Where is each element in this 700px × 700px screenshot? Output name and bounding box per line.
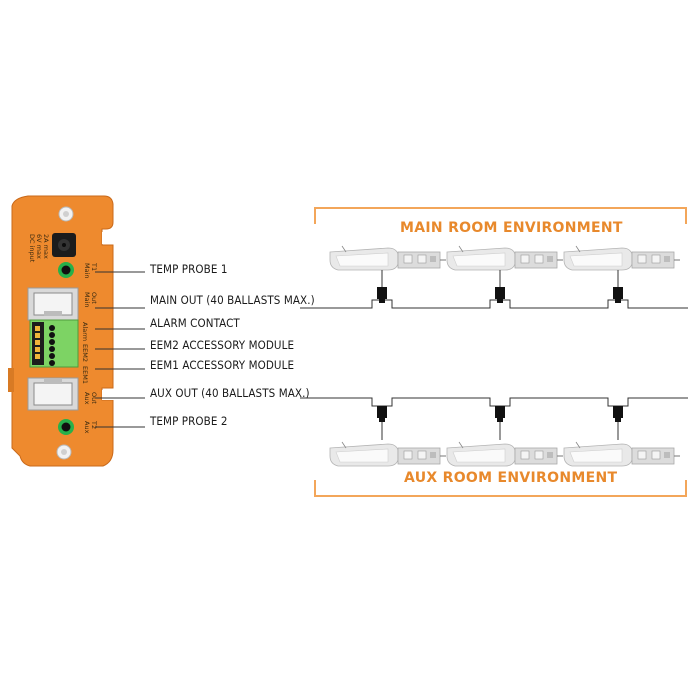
rj-splitter-connector-icon: [377, 287, 387, 303]
main-out-port-label: Main Out: [83, 292, 98, 308]
mounting-screw-icon: [58, 206, 74, 222]
svg-text:Aux: Aux: [83, 421, 91, 434]
t1-port-label: Main T1: [83, 262, 98, 279]
terminal-labels: Alarm EEM2 EEM1: [81, 322, 89, 384]
rj-splitter-connector-icon: [495, 287, 505, 303]
svg-text:6V max: 6V max: [35, 234, 43, 259]
svg-text:Out: Out: [90, 392, 98, 404]
svg-text:T2: T2: [90, 420, 98, 429]
svg-text:Aux: Aux: [83, 392, 91, 405]
temp-probe-1-jack: [58, 262, 74, 278]
main-room-fixtures: [329, 245, 680, 303]
svg-text:DC input: DC input: [28, 234, 36, 263]
callout-eem2: EEM2 ACCESSORY MODULE: [150, 338, 295, 352]
grow-light-fixture-icon: [563, 245, 680, 271]
main-room-title: MAIN ROOM ENVIRONMENT: [400, 220, 623, 236]
grow-light-fixture-icon: [563, 441, 680, 467]
grow-light-fixture-icon: [329, 441, 446, 467]
callout-temp-probe-1: TEMP PROBE 1: [150, 262, 228, 276]
grow-light-fixture-icon: [446, 245, 563, 271]
main-room-bracket: [314, 207, 687, 224]
rj-splitter-connector-icon: [613, 406, 623, 422]
aux-out-port: [27, 377, 79, 411]
svg-text:Out: Out: [90, 292, 98, 304]
rj-splitter-connector-icon: [613, 287, 623, 303]
rj-splitter-connector-icon: [377, 406, 387, 422]
callout-eem1: EEM1 ACCESSORY MODULE: [150, 358, 295, 372]
dc-input-jack: [52, 233, 76, 257]
svg-text:2A max: 2A max: [42, 234, 50, 259]
aux-room-bracket: [314, 480, 687, 497]
callout-aux-out: AUX OUT (40 BALLASTS MAX.): [150, 386, 310, 400]
callout-temp-probe-2: TEMP PROBE 2: [150, 414, 228, 428]
main-out-port: [27, 287, 79, 321]
grow-light-fixture-icon: [446, 441, 563, 467]
t2-port-label: Aux T2: [83, 420, 98, 434]
svg-text:Main: Main: [83, 263, 91, 279]
callout-alarm-contact: ALARM CONTACT: [150, 316, 240, 330]
svg-text:T1: T1: [90, 262, 98, 271]
svg-text:EEM2: EEM2: [81, 344, 89, 362]
callout-leaders: [95, 271, 145, 428]
bus-lines: [300, 299, 688, 407]
aux-out-port-label: Aux Out: [83, 392, 98, 405]
rj-splitter-connector-icon: [495, 406, 505, 422]
aux-room-title: AUX ROOM ENVIRONMENT: [404, 470, 618, 486]
svg-text:Main: Main: [83, 292, 91, 308]
controller-device: DC input 6V max 2A max Main T1 Main Out: [8, 195, 114, 467]
mounting-screw-icon: [56, 444, 72, 460]
svg-text:Alarm: Alarm: [81, 322, 89, 341]
dc-input-label: DC input 6V max 2A max: [28, 234, 50, 263]
main-out-cable: [300, 299, 688, 309]
temp-probe-2-jack: [58, 419, 74, 435]
aux-out-cable: [300, 397, 688, 407]
callout-main-out: MAIN OUT (40 BALLASTS MAX.): [150, 293, 315, 307]
aux-room-fixtures: [329, 406, 680, 467]
svg-text:EEM1: EEM1: [81, 366, 89, 384]
grow-light-fixture-icon: [329, 245, 446, 271]
terminal-block: [29, 319, 79, 368]
